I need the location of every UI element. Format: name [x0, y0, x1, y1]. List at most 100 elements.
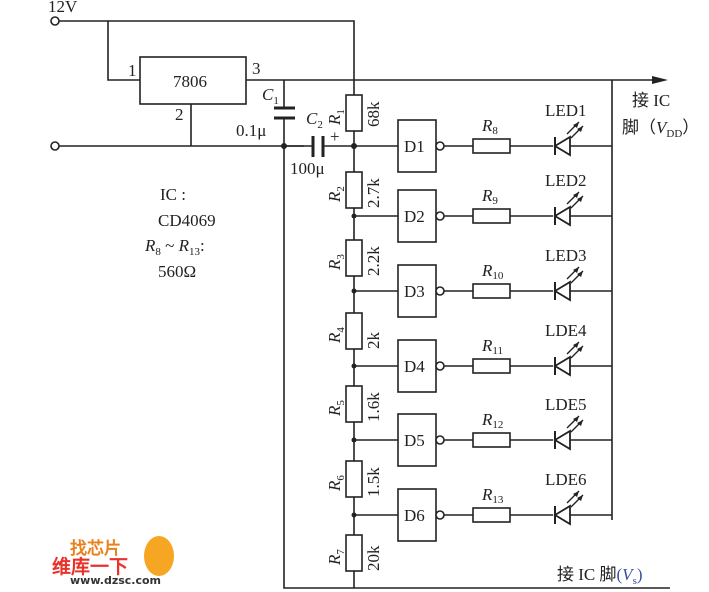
arrow-icon	[577, 126, 583, 132]
led-icon	[553, 504, 571, 526]
arrow-icon	[573, 416, 579, 422]
resistor-value: 1.6k	[364, 392, 383, 422]
note-ic-label: IC :	[160, 185, 186, 204]
terminal-12v	[50, 16, 60, 26]
led-icon	[553, 135, 571, 157]
gate-label: D2	[404, 207, 425, 226]
note-ic-part: CD4069	[158, 211, 216, 230]
gate-label: D3	[404, 282, 425, 301]
c2-value: 100μ	[290, 159, 325, 178]
led-icon	[553, 205, 571, 227]
resistor-r1	[345, 94, 363, 132]
stage-resistor-label: R8	[481, 116, 498, 137]
resistor-r4	[345, 312, 363, 350]
resistor-r13	[472, 507, 511, 523]
arrow-icon	[573, 491, 579, 497]
resistor-value: 68k	[364, 101, 383, 127]
note-r-range: R8 ~ R13:	[144, 236, 205, 258]
led-icon	[553, 355, 571, 377]
led-icon	[553, 280, 571, 302]
resistor-value: 20k	[364, 545, 383, 571]
resistor-r7	[345, 534, 363, 572]
inverter-bubble	[435, 510, 445, 520]
c1-label: C1	[262, 85, 279, 107]
inverter-bubble	[435, 361, 445, 371]
inverter-d6	[397, 488, 437, 542]
resistor-label: R6	[325, 475, 347, 492]
resistor-r10	[472, 283, 511, 299]
gate-label: D1	[404, 137, 425, 156]
c2-label: C2	[306, 109, 323, 131]
resistor-r5	[345, 385, 363, 423]
watermark-url: www.dzsc.com	[70, 574, 162, 587]
resistor-r8	[472, 138, 511, 154]
inverter-bubble	[435, 435, 445, 445]
arrow-icon	[577, 420, 583, 426]
wire-vss-rail	[283, 146, 612, 589]
watermark-logo: 找芯片 维库一下 www.dzsc.com	[48, 528, 178, 588]
stage-resistor-label: R13	[481, 485, 504, 506]
watermark-top: 找芯片	[70, 539, 121, 559]
note-r-value: 560Ω	[158, 262, 196, 281]
watermark-mid: 维库一下	[52, 556, 129, 578]
vss-label: 接 IC 脚(Vs)	[557, 565, 643, 587]
resistor-r11	[472, 358, 511, 374]
resistor-label: R3	[325, 254, 347, 271]
stage-resistor-label: R11	[481, 336, 503, 357]
resistor-value: 2.2k	[364, 246, 383, 276]
resistor-label: R5	[325, 400, 347, 417]
arrow-icon	[573, 122, 579, 128]
supply-voltage-label: 12V	[48, 0, 78, 16]
arrow-icon	[577, 271, 583, 277]
resistor-label: R4	[325, 327, 347, 344]
arrow-icon	[573, 267, 579, 273]
arrow-icon	[573, 342, 579, 348]
capacitor-c1	[274, 106, 295, 120]
arrow-icon	[573, 192, 579, 198]
arrow-icon	[577, 495, 583, 501]
terminal-ground	[50, 141, 60, 151]
inverter-bubble	[435, 286, 445, 296]
led-label: LED3	[545, 246, 587, 265]
stage-resistor-label: R10	[481, 261, 504, 282]
resistor-r2	[345, 171, 363, 209]
led-icon	[553, 429, 571, 451]
led-label: LED2	[545, 171, 587, 190]
arrow-icon	[577, 196, 583, 202]
stage-resistor-label: R12	[481, 410, 503, 431]
reg-pin2: 2	[175, 105, 184, 124]
arrow-icon	[577, 346, 583, 352]
arrow-icon	[652, 76, 668, 84]
vdd-label-line2: 脚（VDD）	[622, 118, 699, 140]
led-label: LDE6	[545, 470, 587, 489]
led-label: LED1	[545, 101, 587, 120]
vdd-label-line1: 接 IC	[632, 91, 670, 110]
resistor-label: R7	[325, 549, 347, 566]
inverter-d5	[397, 413, 437, 467]
reg-pin3: 3	[252, 59, 261, 78]
resistor-r9	[472, 208, 511, 224]
resistor-r12	[472, 432, 511, 448]
resistor-label: R1	[325, 109, 347, 126]
resistor-r6	[345, 460, 363, 498]
gate-label: D6	[404, 506, 425, 525]
led-label: LDE4	[545, 321, 587, 340]
resistor-value: 2k	[364, 332, 383, 350]
wire-reg-in	[107, 21, 140, 81]
regulator-label: 7806	[173, 72, 207, 91]
led-label: LDE5	[545, 395, 587, 414]
gate-label: D5	[404, 431, 425, 450]
resistor-r3	[345, 239, 363, 277]
capacitor-c2	[311, 136, 325, 157]
c1-value: 0.1μ	[236, 121, 266, 140]
inverter-bubble	[435, 141, 445, 151]
resistor-value: 1.5k	[364, 467, 383, 497]
resistor-label: R2	[325, 186, 347, 203]
resistor-value: 2.7k	[364, 178, 383, 208]
wire-12v	[59, 20, 355, 95]
stage-resistor-label: R9	[481, 186, 498, 207]
c2-polarity: +	[330, 127, 340, 146]
gate-label: D4	[404, 357, 425, 376]
mascot-icon	[144, 536, 174, 576]
